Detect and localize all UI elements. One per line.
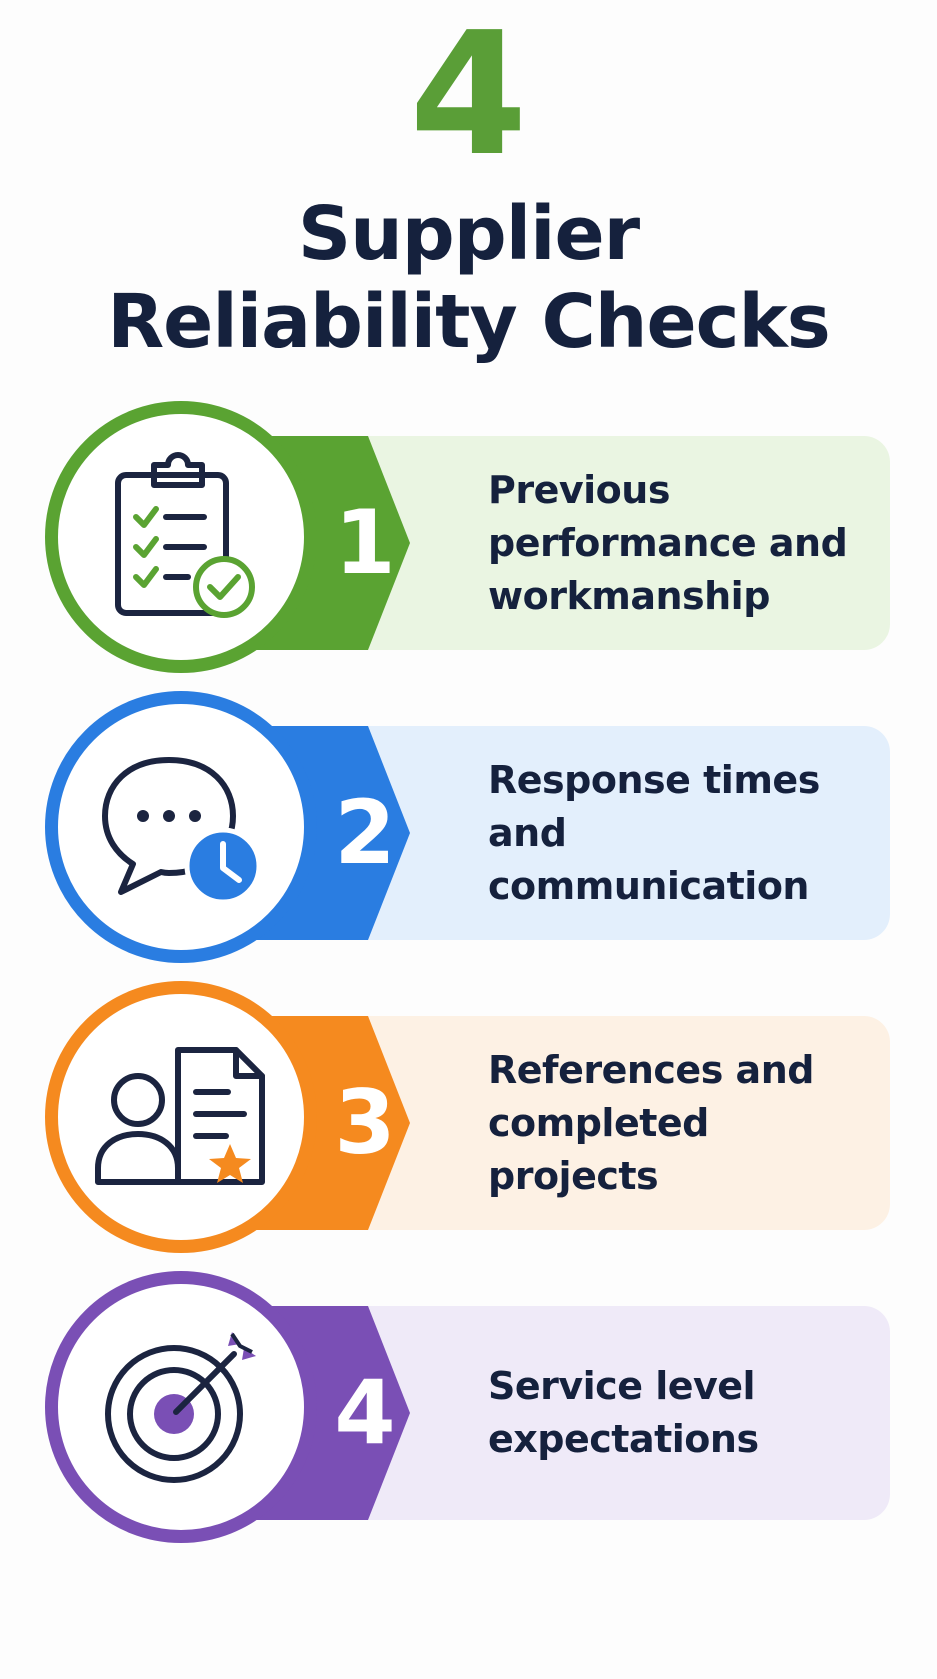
person-document-star-icon [95, 1047, 265, 1185]
item-text: Service level expectations [488, 1364, 759, 1461]
list-item-4: 4 Service level expectations [0, 1268, 937, 1558]
clipboard-check-icon [115, 452, 255, 618]
item-icon-circle [45, 691, 317, 963]
page-title: Supplier Reliability Checks [0, 190, 937, 366]
item-number: 1 [334, 491, 396, 594]
big-number: 4 [409, 0, 528, 194]
item-number: 4 [334, 1361, 396, 1464]
title-line-1: Supplier [297, 191, 640, 277]
item-text: References and completed projects [488, 1047, 814, 1198]
item-icon-circle [45, 1271, 317, 1543]
list-item-3: 3 References and completed projects [0, 978, 937, 1268]
item-icon-circle [45, 401, 317, 673]
list-item-2: 2 Response times and communication [0, 688, 937, 978]
item-text: Previous performance and workmanship [488, 467, 848, 618]
item-number: 2 [334, 781, 396, 884]
chat-clock-icon [102, 757, 262, 905]
item-number: 3 [334, 1071, 396, 1174]
title-line-2: Reliability Checks [107, 279, 831, 365]
item-icon-circle [45, 981, 317, 1253]
item-text: Response times and communication [488, 757, 820, 908]
list-item-1: 1 Previous performance and workmanship [0, 398, 937, 688]
target-arrow-icon [105, 1332, 256, 1483]
